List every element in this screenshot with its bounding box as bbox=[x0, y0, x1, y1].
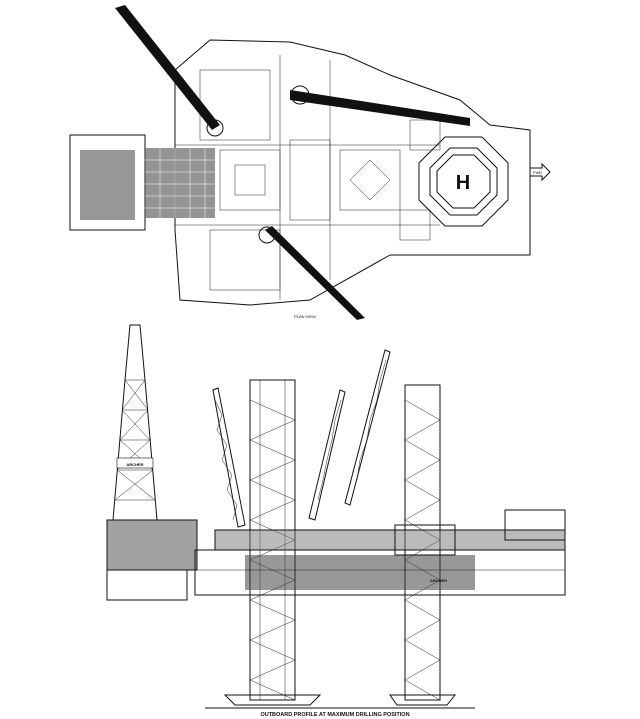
helideck-pad bbox=[436, 154, 491, 209]
helideck-outer bbox=[418, 136, 509, 227]
outboard-profile-svg: ARCHER ARCHER bbox=[106, 324, 566, 718]
stern-lower bbox=[106, 569, 188, 601]
forward-label: FWD bbox=[533, 170, 542, 175]
hull-name: ARCHER bbox=[430, 578, 447, 583]
plan-view-svg: H FWD PLAN VIEW bbox=[69, 5, 551, 320]
derrick-nameplate bbox=[116, 457, 154, 469]
hull-superstructure bbox=[106, 509, 566, 596]
crane-pedestal-3 bbox=[258, 226, 276, 244]
plan-view-drawing: H FWD PLAN VIEW bbox=[60, 0, 560, 320]
stern-module-fill bbox=[80, 150, 135, 220]
outboard-profile-drawing: ARCHER ARCHER bbox=[95, 320, 575, 719]
drill-floor bbox=[145, 148, 215, 218]
crane-pedestal-1 bbox=[206, 119, 224, 137]
helideck-marking: H bbox=[456, 172, 470, 194]
crane-boom-c bbox=[344, 349, 391, 506]
plan-view-caption: PLAN VIEW bbox=[294, 314, 316, 319]
crane-boom-1 bbox=[115, 5, 220, 130]
derrick-name: ARCHER bbox=[126, 462, 143, 467]
crane-boom-2 bbox=[290, 90, 470, 126]
deck-layout-lines bbox=[175, 55, 441, 300]
crane-boom-3 bbox=[265, 226, 365, 320]
spudcan-aft bbox=[223, 694, 322, 706]
helideck-inner bbox=[429, 147, 498, 216]
hull-outline bbox=[174, 39, 531, 306]
derrick-tower bbox=[112, 324, 158, 521]
crane-boom-b bbox=[308, 389, 346, 521]
profile-caption: OUTBOARD PROFILE AT MAXIMUM DRILLING POS… bbox=[260, 712, 409, 718]
drill-floor-grid bbox=[145, 148, 215, 218]
crane-boom-a bbox=[212, 387, 246, 528]
forward-arrow bbox=[529, 162, 551, 182]
spudcan-fwd bbox=[389, 694, 457, 706]
derrick-lattice bbox=[114, 379, 156, 501]
crane-pedestal-2 bbox=[290, 85, 310, 105]
